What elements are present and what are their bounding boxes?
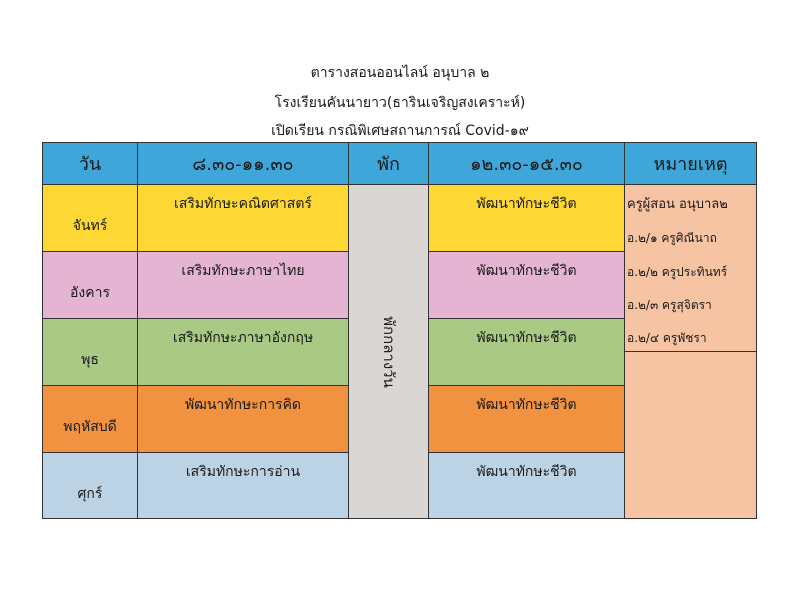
afternoon-subject: พัฒนาทักษะชีวิต — [428, 385, 625, 453]
day-cell: ศุกร์ — [42, 452, 138, 519]
morning-subject: เสริมทักษะการอ่าน — [137, 452, 349, 519]
lunch-break-label: พักกลางวัน — [379, 315, 398, 388]
day-cell: พฤหัสบดี — [42, 385, 138, 453]
lunch-break-cell: พักกลางวัน — [348, 184, 429, 519]
morning-subject: เสริมทักษะภาษาอังกฤษ — [137, 318, 349, 386]
note-item: อ.๒/๔ ครูพัชรา — [624, 318, 757, 352]
header-notes: หมายเหตุ — [624, 142, 757, 185]
title-1: ตารางสอนออนไลน์ อนุบาล ๒ — [310, 65, 490, 81]
title-3: เปิดเรียน กรณิพิเศษสถานการณ์ Covid-๑๙ — [271, 123, 529, 139]
note-item: อ.๒/๑ ครูศิณีนาถ — [624, 217, 757, 252]
note-item: อ.๒/๓ ครูสุจิตรา — [624, 285, 757, 319]
header-break: พัก — [348, 142, 429, 185]
morning-subject: เสริมทักษะภาษาไทย — [137, 251, 349, 319]
day-cell: จันทร์ — [42, 184, 138, 252]
afternoon-subject: พัฒนาทักษะชีวิต — [428, 251, 625, 319]
title-2: โรงเรียนคันนายาว(ธารินเจริญสงเคราะห์) — [274, 95, 526, 111]
note-item: ครูผู้สอน อนุบาล๒ — [624, 184, 757, 218]
afternoon-subject: พัฒนาทักษะชีวิต — [428, 452, 625, 519]
note-item: อ.๒/๒ ครูประทินทร์ — [624, 251, 757, 286]
header-day: วัน — [42, 142, 138, 185]
header-morning: ๘.๓๐-๑๑.๓๐ — [137, 142, 349, 185]
morning-subject: พัฒนาทักษะการคิด — [137, 385, 349, 453]
afternoon-subject: พัฒนาทักษะชีวิต — [428, 318, 625, 386]
afternoon-subject: พัฒนาทักษะชีวิต — [428, 184, 625, 252]
day-cell: อังคาร — [42, 251, 138, 319]
morning-subject: เสริมทักษะคณิตศาสตร์ — [137, 184, 349, 252]
header-afternoon: ๑๒.๓๐-๑๕.๓๐ — [428, 142, 625, 185]
day-cell: พุธ — [42, 318, 138, 386]
